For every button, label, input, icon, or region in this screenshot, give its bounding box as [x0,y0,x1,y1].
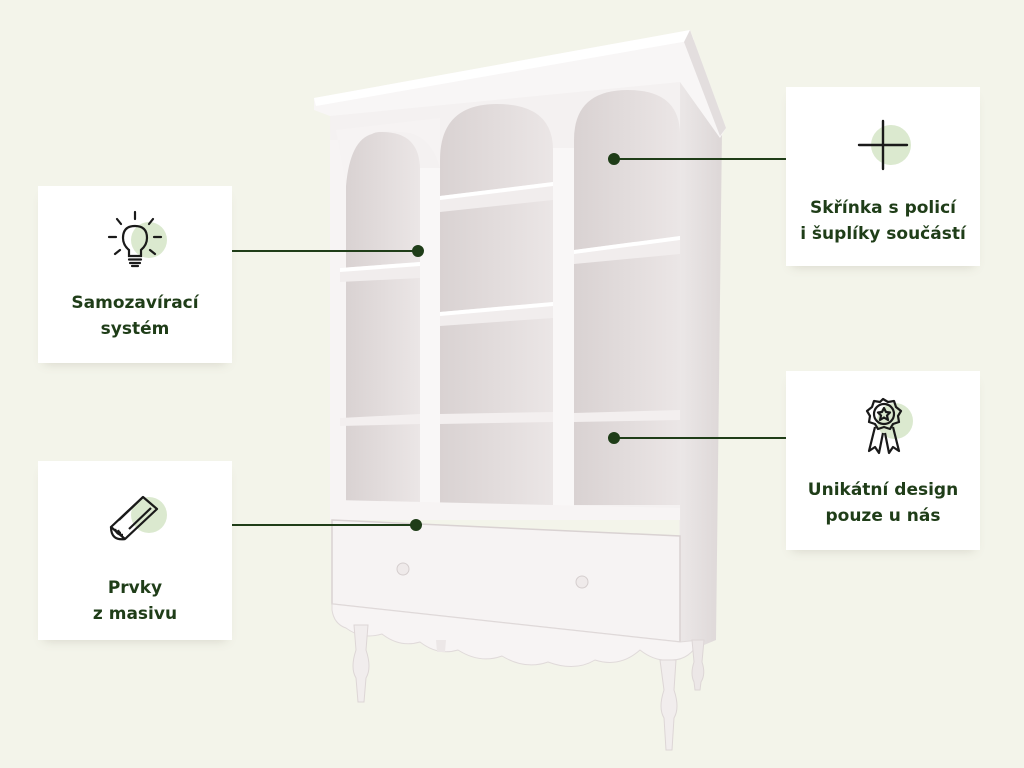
leg-front-left [352,624,370,703]
drawer-knob-right [575,575,589,589]
scalloped-apron [331,603,701,667]
leg-front-right [659,659,678,751]
feature-card-self-closing: Samozavírací systém [38,186,232,363]
shelf-middle-bottom [440,412,553,424]
compartment-right [574,90,680,505]
base-ledge [332,500,680,520]
leg-back-left [436,640,446,652]
feature-label-solid-wood: Prvky z masivu [92,578,178,624]
wardrobe-side-panel [678,72,722,655]
shelf-right-bottom [574,410,680,422]
callout-lines [210,153,812,531]
wardrobe-roof [314,30,726,138]
feature-card-design: Unikátní design pouze u nás [786,371,980,550]
compartment-left [346,132,420,505]
feature-label-design: Unikátní design pouze u nás [807,480,959,526]
plus-icon [857,119,911,171]
lightbulb-icon [107,210,167,268]
feature-label-cabinet: Skřínka s policí i šuplíky součástí [800,198,966,244]
shelf-left-bottom [340,414,420,426]
feature-label-self-closing: Samozavírací systém [71,293,199,339]
wood-beam-icon [109,495,167,541]
leg-back-right [691,639,705,691]
feature-card-solid-wood: Prvky z masivu [38,461,232,640]
feature-card-cabinet: Skřínka s policí i šuplíky součástí [786,87,980,266]
drawer-knob-left [396,562,410,576]
award-badge-icon [865,397,913,455]
